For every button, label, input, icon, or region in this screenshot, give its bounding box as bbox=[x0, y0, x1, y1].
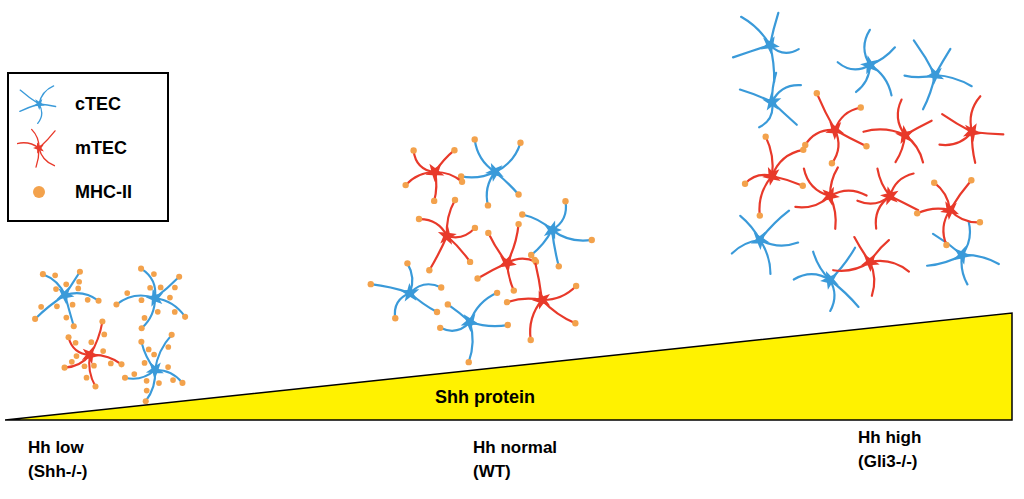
epithelial-cell bbox=[939, 96, 1003, 163]
epithelial-cell bbox=[402, 147, 465, 204]
epithelial-cell bbox=[733, 13, 799, 82]
epithelial-cell bbox=[905, 40, 972, 109]
gradient-wedge: Shh protein bbox=[5, 312, 1013, 422]
legend-swatch bbox=[17, 128, 61, 168]
epithelial-cell bbox=[368, 260, 445, 321]
epithelial-cell bbox=[857, 169, 918, 229]
epithelial-cell bbox=[62, 319, 125, 390]
epithelial-cell bbox=[17, 129, 55, 167]
epithelial-cell bbox=[32, 269, 102, 330]
epithelial-cell bbox=[113, 266, 188, 332]
legend-swatch bbox=[17, 172, 61, 212]
epithelial-cell bbox=[742, 133, 807, 218]
condition-label: (WT) bbox=[473, 462, 511, 482]
legend-row: mTEC bbox=[17, 128, 127, 168]
epithelial-cell bbox=[914, 177, 983, 248]
legend-row: MHC-II bbox=[17, 172, 132, 212]
epithelial-cell bbox=[927, 222, 999, 284]
epithelial-cell bbox=[794, 248, 859, 311]
legend-box: cTEC mTEC MHC-II bbox=[7, 72, 169, 222]
epithelial-cell bbox=[20, 86, 56, 123]
epithelial-cell bbox=[437, 290, 511, 366]
epithelial-cell bbox=[833, 237, 909, 296]
epithelial-cell bbox=[863, 100, 931, 163]
epithelial-cell bbox=[795, 167, 866, 228]
wedge-label: Shh protein bbox=[435, 387, 535, 408]
epithelial-cell bbox=[802, 90, 870, 166]
condition-label: (Shh-/-) bbox=[28, 462, 87, 482]
epithelial-cell bbox=[122, 332, 186, 404]
legend-text: MHC-II bbox=[75, 182, 132, 203]
legend-row: cTEC bbox=[17, 84, 121, 124]
epithelial-cell bbox=[838, 30, 895, 96]
epithelial-cell bbox=[458, 136, 524, 208]
legend-swatch bbox=[17, 84, 61, 124]
condition-label: (Gli3-/-) bbox=[858, 452, 918, 472]
condition-label: Hh high bbox=[858, 428, 921, 448]
condition-label: Hh low bbox=[28, 438, 84, 458]
epithelial-cell bbox=[740, 73, 801, 127]
condition-label: Hh normal bbox=[473, 438, 557, 458]
legend-text: cTEC bbox=[75, 94, 121, 115]
epithelial-cell bbox=[504, 257, 579, 344]
epithelial-cell bbox=[732, 211, 798, 274]
legend-text: mTEC bbox=[75, 138, 127, 159]
epithelial-cell bbox=[474, 221, 539, 294]
epithelial-cell bbox=[416, 197, 478, 274]
